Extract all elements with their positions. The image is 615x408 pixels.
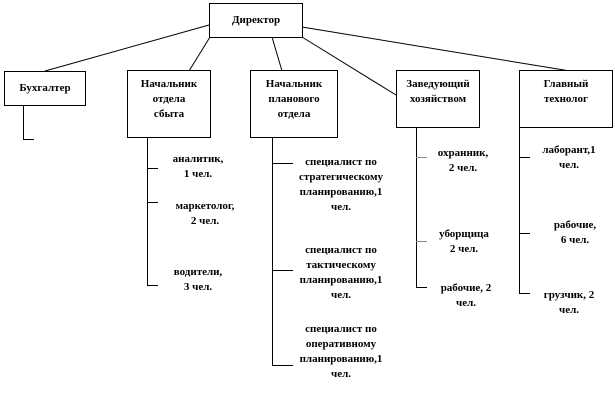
staff-item: грузчик, 2 чел. bbox=[543, 289, 595, 316]
sales-head-box: Начальник отдела сбыта bbox=[127, 70, 211, 138]
staff-item: уборщица 2 чел. bbox=[439, 228, 489, 255]
connector bbox=[416, 125, 427, 288]
staff-item: специалист по стратегическому планирован… bbox=[299, 156, 383, 213]
connector bbox=[271, 36, 283, 72]
housekeeping-head-box: Заведующий хозяйством bbox=[396, 70, 480, 128]
planning-head-box: Начальник планового отдела bbox=[250, 70, 338, 138]
connector bbox=[147, 137, 158, 286]
staff-item: охранник, 2 чел. bbox=[437, 147, 489, 174]
staff-item: рабочие, 2 чел. bbox=[440, 282, 492, 309]
director-box: Директор bbox=[209, 3, 303, 38]
connector bbox=[519, 127, 530, 294]
staff-item: специалист по тактическому планированию,… bbox=[299, 244, 383, 301]
connector bbox=[188, 36, 211, 72]
staff-item: аналитик, 1 чел. bbox=[172, 153, 224, 180]
staff-item: специалист по оперативному планированию,… bbox=[299, 323, 383, 380]
connector bbox=[44, 24, 210, 72]
staff-item: водители, 3 чел. bbox=[173, 266, 223, 293]
staff-item: рабочие, 6 чел. bbox=[553, 219, 597, 246]
connector bbox=[23, 105, 34, 140]
connector bbox=[301, 26, 571, 72]
accountant-box: Бухгалтер bbox=[4, 71, 86, 106]
staff-item: маркетолог, 2 чел. bbox=[175, 200, 235, 227]
staff-item: лаборант,1 чел. bbox=[542, 144, 596, 171]
chief-technologist-box: Главный технолог bbox=[519, 70, 613, 128]
connector bbox=[301, 36, 397, 96]
connector bbox=[272, 124, 293, 366]
